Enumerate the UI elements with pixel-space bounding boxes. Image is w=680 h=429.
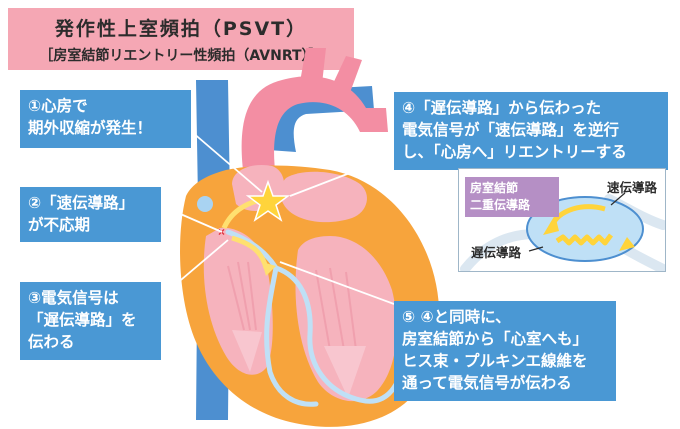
callout-4-line2: 電気信号が「速伝導路」を逆行: [402, 121, 620, 139]
callout-4-line3: し、「心房へ」リエントリーする: [402, 143, 627, 161]
callout-5: ⑤ ④と同時に、 房室結節から「心室へも」 ヒス束・プルキンエ線維を 通って電気…: [394, 301, 616, 401]
callout-1-line2: 期外収縮が発生！: [28, 119, 153, 137]
inset-label-line2: 二重伝導路: [470, 198, 531, 212]
right-atrium: [280, 171, 367, 223]
dual-pathway-inset: 房室結節 二重伝導路 速伝導路 遅伝導路: [458, 168, 666, 272]
title: 発作性上室頻拍（PSVT）: [54, 18, 308, 40]
subtitle: ［房室結節リエントリー性頻拍（AVNRT）］: [39, 48, 323, 64]
callout-3: ③電気信号は 「遅伝導路」を 伝わる: [20, 282, 161, 360]
callout-4: ④「遅伝導路」から伝わった 電気信号が「速伝導路」を逆行 し、「心房へ」リエント…: [394, 92, 668, 170]
callout-1-line1: ①心房で: [28, 97, 88, 115]
callout-2: ②「速伝導路」 が不応期: [20, 187, 161, 242]
callout-3-line1: ③電気信号は: [28, 289, 119, 307]
callout-3-line3: 伝わる: [28, 333, 75, 351]
callout-5-line2: 房室結節から「心室へも」: [402, 330, 589, 348]
inset-label: 房室結節 二重伝導路: [465, 177, 559, 217]
slow-pathway-loop: [555, 233, 613, 246]
ectopic-star: [245, 179, 291, 222]
callout-1: ①心房で 期外収縮が発生！: [20, 90, 191, 148]
aorta: [241, 76, 388, 178]
title-banner: 発作性上室頻拍（PSVT） ［房室結節リエントリー性頻拍（AVNRT）］: [8, 8, 354, 70]
sa-node: [197, 196, 213, 212]
callout-5-line3: ヒス束・プルキンエ線維を: [402, 352, 588, 370]
callout-2-line2: が不応期: [28, 216, 91, 234]
fast-pathway-label: 速伝導路: [607, 180, 658, 195]
callout-3-line2: 「遅伝導路」を: [28, 311, 137, 329]
callout-2-line1: ②「速伝導路」: [28, 194, 135, 212]
callout-5-line1: ⑤ ④と同時に、: [402, 308, 511, 326]
callout-4-line1: ④「遅伝導路」から伝わった: [402, 99, 602, 117]
his-bundle: [225, 229, 279, 271]
slow-pathway-label: 遅伝導路: [471, 245, 522, 260]
callout-5-line4: 通って電気信号が伝わる: [402, 374, 572, 392]
inset-label-line1: 房室結節: [470, 181, 519, 195]
